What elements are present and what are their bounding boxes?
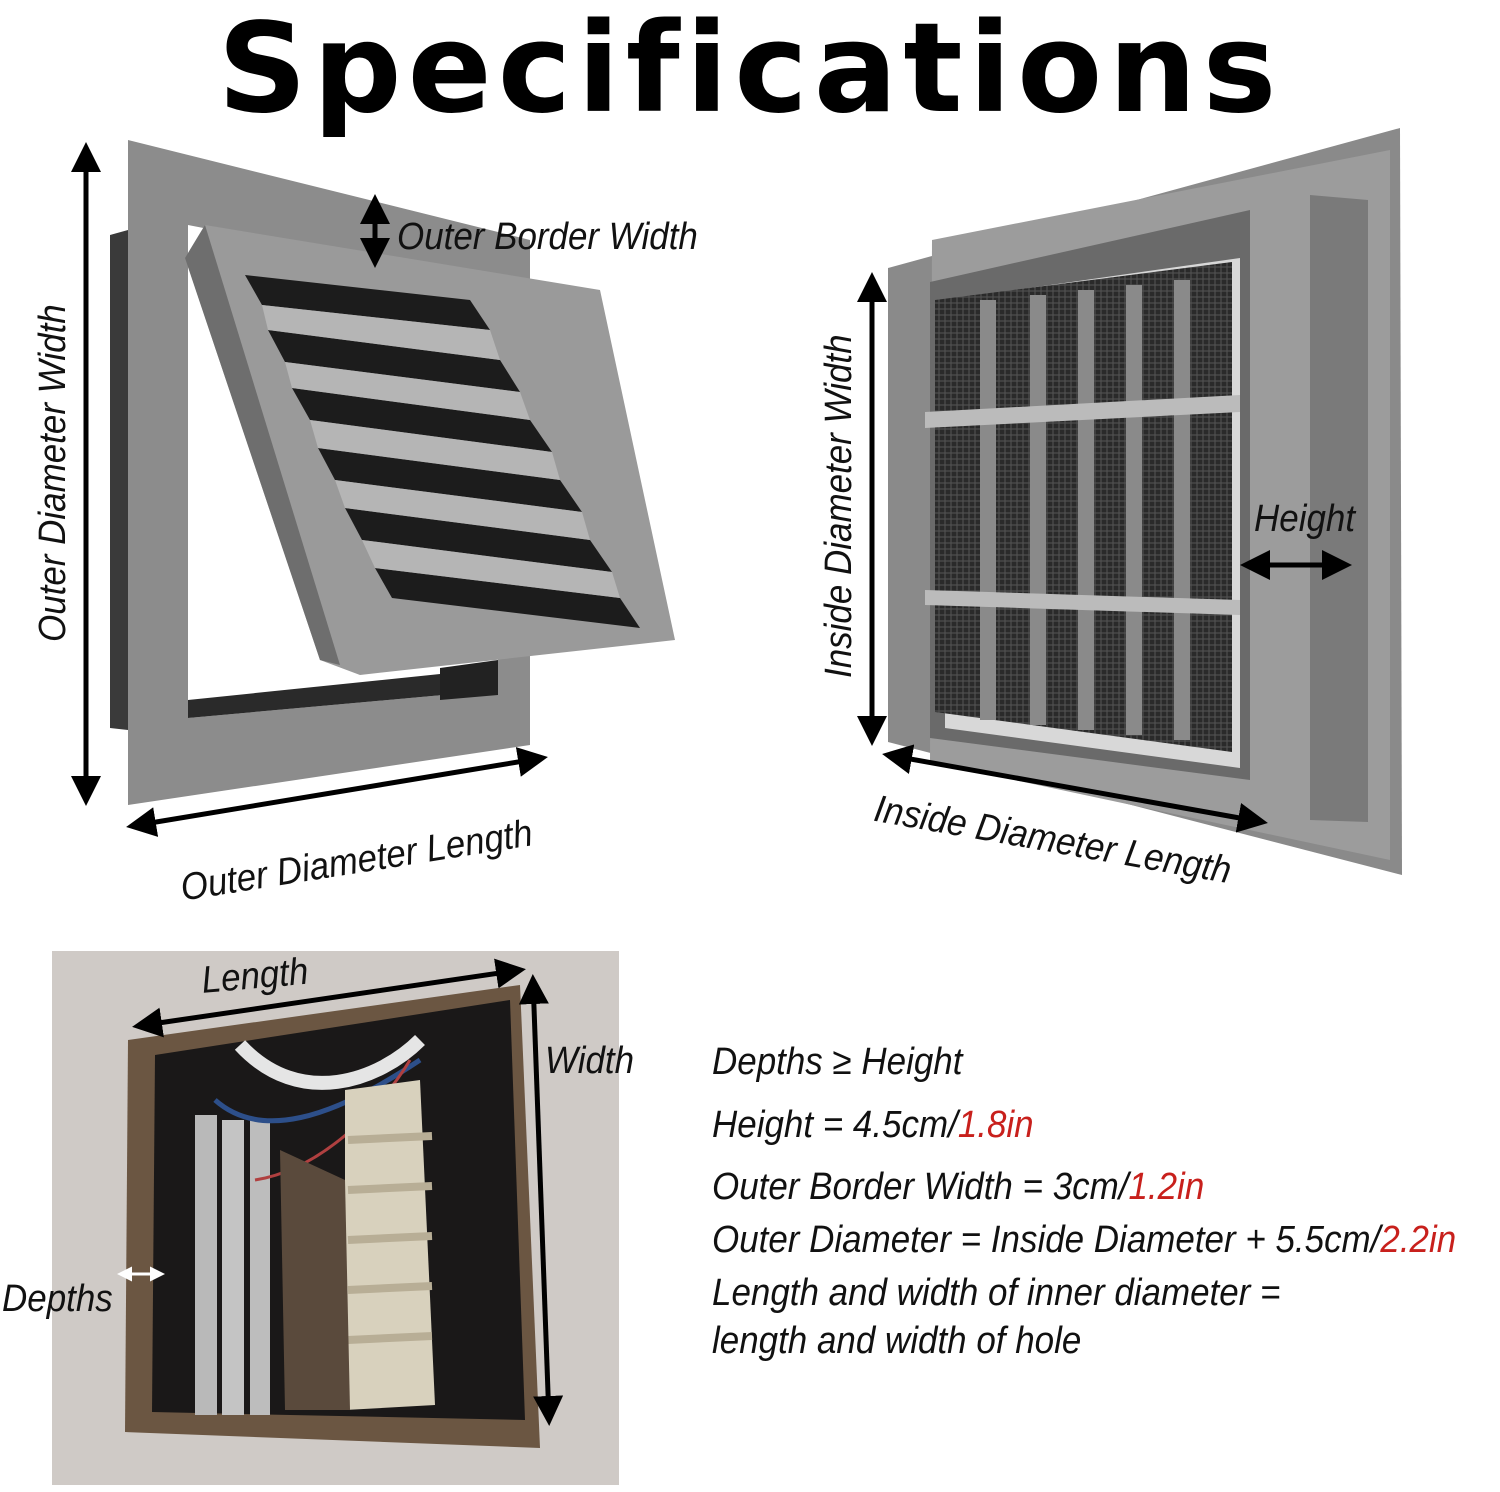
- height-label: Height: [1254, 498, 1356, 540]
- hole-depths-label: Depths: [2, 1278, 113, 1320]
- hole-length-label: Length: [199, 950, 311, 1002]
- vent-illustration-left: [110, 140, 675, 805]
- outer-border-width-label: Outer Border Width: [397, 216, 698, 258]
- page-title: Specifications: [217, 0, 1283, 141]
- outer-diameter-width-label: Outer Diameter Width: [32, 304, 74, 642]
- spec-height-metric: Height = 4.5cm/: [712, 1104, 958, 1146]
- inside-diameter-length-arrow: [882, 744, 1268, 833]
- spec-outer-diameter-imperial: 2.2in: [1380, 1219, 1457, 1261]
- vent-illustration-right: [888, 128, 1402, 875]
- spec-outer-border-metric: Outer Border Width = 3cm/: [712, 1166, 1129, 1208]
- spec-line-inner-diameter: Length and width of inner diameter =: [712, 1272, 1281, 1314]
- spec-line-outer-border: Outer Border Width = 3cm/1.2in: [712, 1168, 1204, 1206]
- spec-line-outer-diameter: Outer Diameter = Inside Diameter + 5.5cm…: [712, 1221, 1456, 1259]
- spec-height-imperial: 1.8in: [957, 1104, 1034, 1146]
- spec-line-height: Height = 4.5cm/1.8in: [712, 1106, 1034, 1144]
- spec-line-hole: length and width of hole: [712, 1320, 1082, 1362]
- spec-depths-text: Depths ≥ Height: [712, 1041, 963, 1083]
- spec-outer-diameter-metric: Outer Diameter = Inside Diameter + 5.5cm…: [712, 1219, 1381, 1261]
- spec-line-depths: Depths ≥ Height: [712, 1043, 962, 1081]
- outer-diameter-length-arrow: [126, 747, 548, 837]
- hole-width-arrow: [518, 974, 564, 1426]
- inside-diameter-width-label: Inside Diameter Width: [818, 334, 860, 678]
- hole-length-arrow: [132, 958, 526, 1038]
- spec-outer-border-imperial: 1.2in: [1128, 1166, 1205, 1208]
- hole-width-label: Width: [545, 1040, 635, 1082]
